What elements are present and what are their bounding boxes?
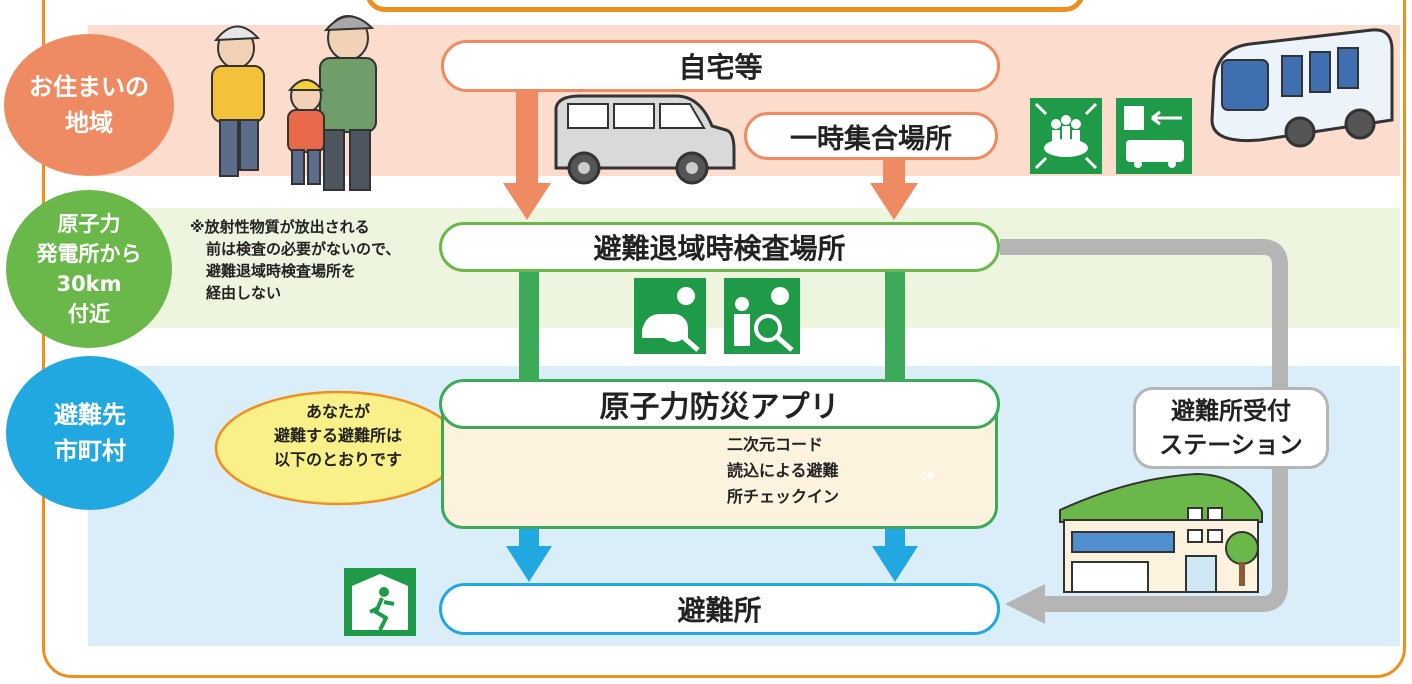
person-inspection-sign-icon [724, 278, 800, 354]
qr-icon-label: QR [919, 472, 935, 482]
arrow-assembly-to-inspection [870, 156, 918, 220]
vehicle-inspection-sign-icon [634, 278, 706, 354]
zone-home-circle: お住まいの地域 [4, 34, 174, 176]
arrow-app-to-shelter-right [872, 527, 918, 582]
qr-checkin-text: 二次元コード 読込による避難 所チェックイン [727, 435, 840, 506]
outer-frame [42, 0, 1406, 678]
connector-inspection-app-right [885, 270, 905, 382]
building-illustration [1059, 472, 1263, 593]
node-home: 自宅等 [441, 40, 1000, 92]
inspection-note: ※放射性物質が放出される 前は検査の必要がないので、 避難退域時検査場所を 経由… [190, 218, 401, 302]
speech-bubble-text: あなたが 避難する避難所は 以下のとおりです [273, 402, 402, 469]
node-inspection-site: 避難退域時検査場所 [439, 222, 1000, 272]
tree-icon [1225, 531, 1259, 586]
node-disaster-app: 原子力防災アプリ [439, 379, 1000, 429]
shelter-exit-sign-icon [344, 568, 416, 636]
arrow-home-to-inspection [503, 88, 551, 220]
bus-stop-sign-icon [1116, 98, 1192, 174]
assembly-point-sign-icon [1030, 98, 1102, 174]
evacuees-illustration [211, 15, 377, 191]
car-icon [554, 94, 736, 185]
arrow-app-to-shelter-left [506, 527, 552, 582]
node-assembly-point: 一時集合場所 [744, 112, 998, 160]
reception-station-label: 避難所受付 ステーション [1133, 387, 1329, 469]
bus-icon [1210, 28, 1394, 148]
route-arrowhead [1005, 584, 1045, 624]
zone-destination-circle: 避難先市町村 [6, 356, 174, 510]
connector-inspection-app-left [519, 270, 539, 382]
node-shelter: 避難所 [439, 583, 1000, 635]
